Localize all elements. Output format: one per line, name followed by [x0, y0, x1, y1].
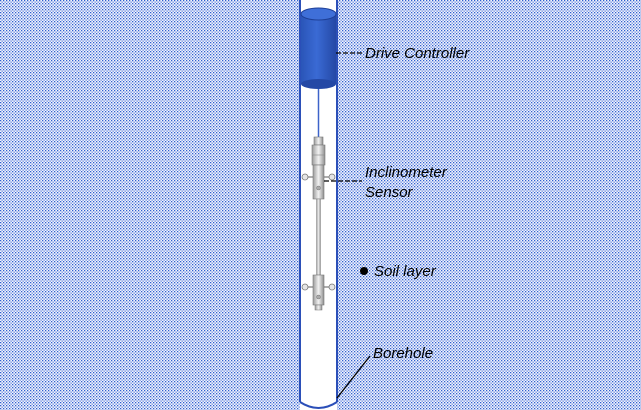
- inclinometer-sensor: [301, 136, 336, 311]
- sensor-label-line2: Sensor: [365, 184, 414, 201]
- sensor-label-line1: Inclinometer: [365, 164, 448, 181]
- soil-right: [337, 0, 641, 410]
- soil-layer-label: Soil layer: [374, 263, 437, 280]
- drive-controller: [300, 7, 337, 89]
- borehole-leader: [336, 355, 371, 399]
- drive-controller-label: Drive Controller: [365, 45, 470, 62]
- soil-left: [0, 0, 300, 410]
- borehole-label: Borehole: [373, 345, 433, 362]
- soil-layer-bullet: [360, 267, 368, 275]
